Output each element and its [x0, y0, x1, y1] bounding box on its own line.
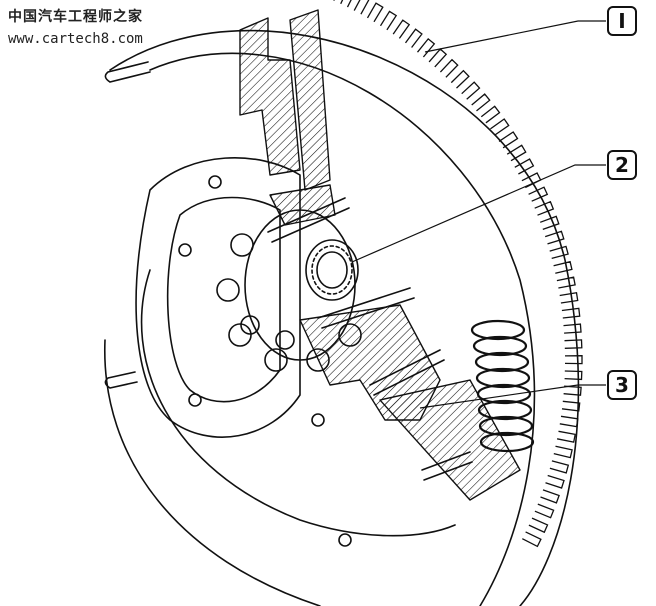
section-lower-block — [379, 379, 521, 501]
hub-plate-inner — [166, 196, 281, 403]
callout-3: 3 — [607, 370, 637, 400]
bearing-race — [311, 245, 353, 295]
section-upper-web — [239, 17, 301, 176]
left-mid-pin — [104, 371, 138, 389]
section-mid-block — [269, 184, 336, 226]
flywheel-inner-rim — [149, 52, 536, 606]
leader-line-1 — [424, 20, 606, 53]
bearing-inner — [316, 251, 348, 289]
bearing-outer — [305, 239, 359, 301]
ring-gear-teeth — [333, 0, 583, 548]
flywheel-face-edge-2 — [140, 269, 456, 537]
left-top-pin — [104, 61, 151, 83]
watermark-title: 中国汽车工程师之家 — [8, 9, 143, 25]
callout-2: 2 — [607, 150, 637, 180]
hub-plate — [135, 157, 301, 438]
watermark-url: www.cartech8.com — [8, 31, 143, 47]
outer-ring-holes — [178, 175, 352, 547]
section-upper-collar — [289, 9, 331, 191]
gear-tooth-row — [333, 0, 583, 548]
leader-line-3 — [419, 384, 606, 409]
damper-spring — [470, 319, 535, 453]
flywheel-face-edge — [104, 339, 321, 606]
callout-1: I — [607, 6, 637, 36]
leader-line-2 — [351, 164, 606, 263]
